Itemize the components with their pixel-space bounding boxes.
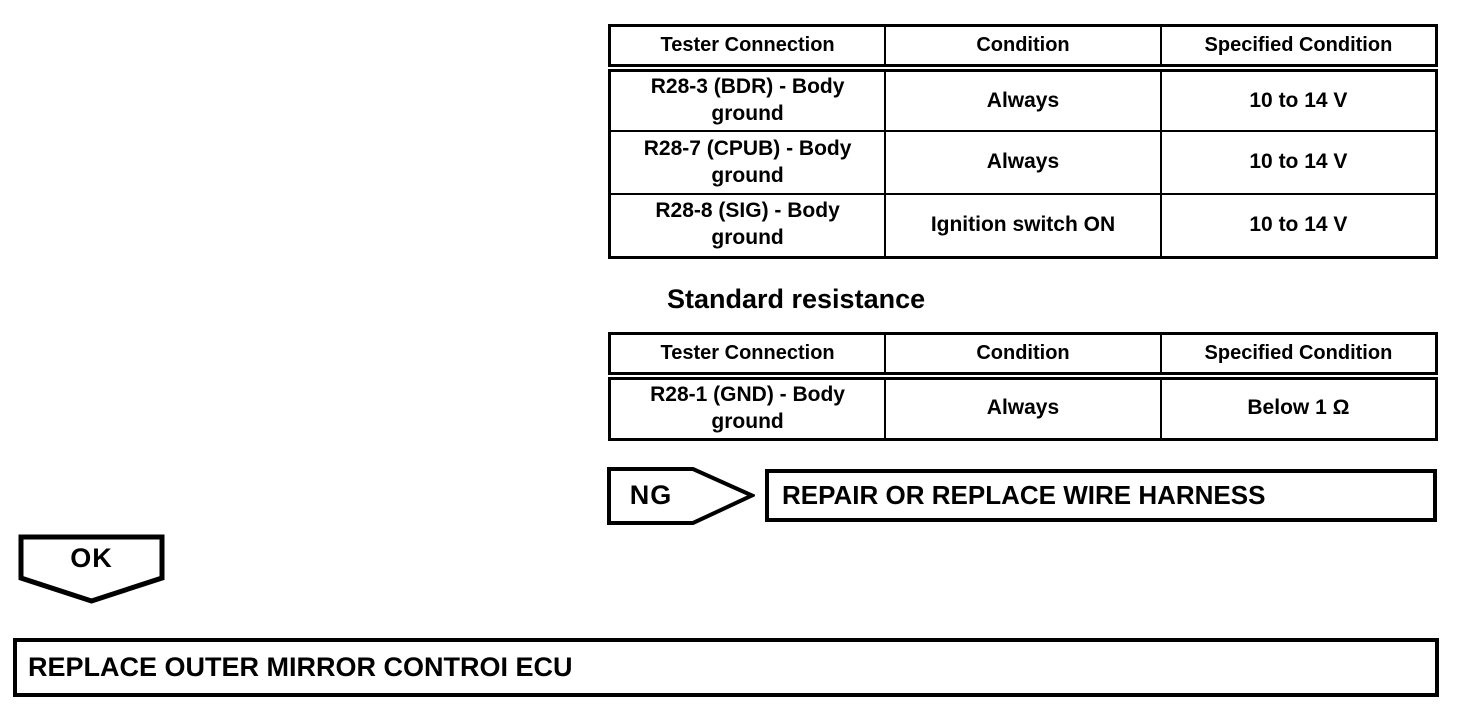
column-header-condition: Condition: [884, 332, 1162, 380]
repair-action-text: REPAIR OR REPLACE WIRE HARNESS: [782, 480, 1266, 510]
replace-action-text: REPLACE OUTER MIRROR CONTROI ECU: [28, 652, 573, 682]
ng-connector: NG: [607, 467, 755, 525]
table-row: R28-1 (GND) - Body ground Always Below 1…: [608, 374, 1438, 441]
ok-label: OK: [70, 542, 113, 573]
table-row: R28-8 (SIG) - Body ground Ignition switc…: [608, 193, 1438, 258]
cell-tester-connection: R28-3 (BDR) - Body ground: [608, 67, 887, 132]
voltage-check-table: Tester Connection Condition Specified Co…: [608, 24, 1438, 259]
cell-tester-connection: R28-8 (SIG) - Body ground: [608, 193, 887, 258]
resistance-check-table: Tester Connection Condition Specified Co…: [608, 332, 1438, 441]
cell-tester-connection: R28-7 (CPUB) - Body ground: [608, 130, 887, 195]
cell-condition: Always: [884, 374, 1162, 441]
table-header-row: Tester Connection Condition Specified Co…: [608, 24, 1438, 72]
cell-specified-condition: 10 to 14 V: [1159, 130, 1438, 195]
column-header-condition: Condition: [884, 24, 1162, 72]
standard-resistance-heading: Standard resistance: [667, 284, 926, 314]
column-header-specified-condition: Specified Condition: [1159, 332, 1438, 380]
voltage-table-header: Tester Connection Condition Specified Co…: [608, 24, 1438, 72]
table-header-row: Tester Connection Condition Specified Co…: [608, 332, 1438, 380]
ok-arrow-icon: [18, 534, 165, 604]
ng-label: NG: [629, 480, 673, 510]
cell-condition: Always: [884, 130, 1162, 195]
replace-action-box: REPLACE OUTER MIRROR CONTROI ECU: [13, 638, 1439, 697]
cell-specified-condition: 10 to 14 V: [1159, 67, 1438, 132]
table-row: R28-3 (BDR) - Body ground Always 10 to 1…: [608, 67, 1438, 132]
cell-tester-connection: R28-1 (GND) - Body ground: [608, 374, 887, 441]
table-row: R28-7 (CPUB) - Body ground Always 10 to …: [608, 130, 1438, 195]
cell-specified-condition: Below 1 Ω: [1159, 374, 1438, 441]
column-header-specified-condition: Specified Condition: [1159, 24, 1438, 72]
column-header-tester-connection: Tester Connection: [608, 24, 887, 72]
column-header-tester-connection: Tester Connection: [608, 332, 887, 380]
cell-condition: Always: [884, 67, 1162, 132]
cell-specified-condition: 10 to 14 V: [1159, 193, 1438, 258]
ng-arrow-icon: [607, 467, 755, 525]
repair-action-box: REPAIR OR REPLACE WIRE HARNESS: [765, 469, 1437, 522]
resistance-table-header: Tester Connection Condition Specified Co…: [608, 332, 1438, 380]
ok-connector: OK: [18, 534, 166, 604]
cell-condition: Ignition switch ON: [884, 193, 1162, 258]
